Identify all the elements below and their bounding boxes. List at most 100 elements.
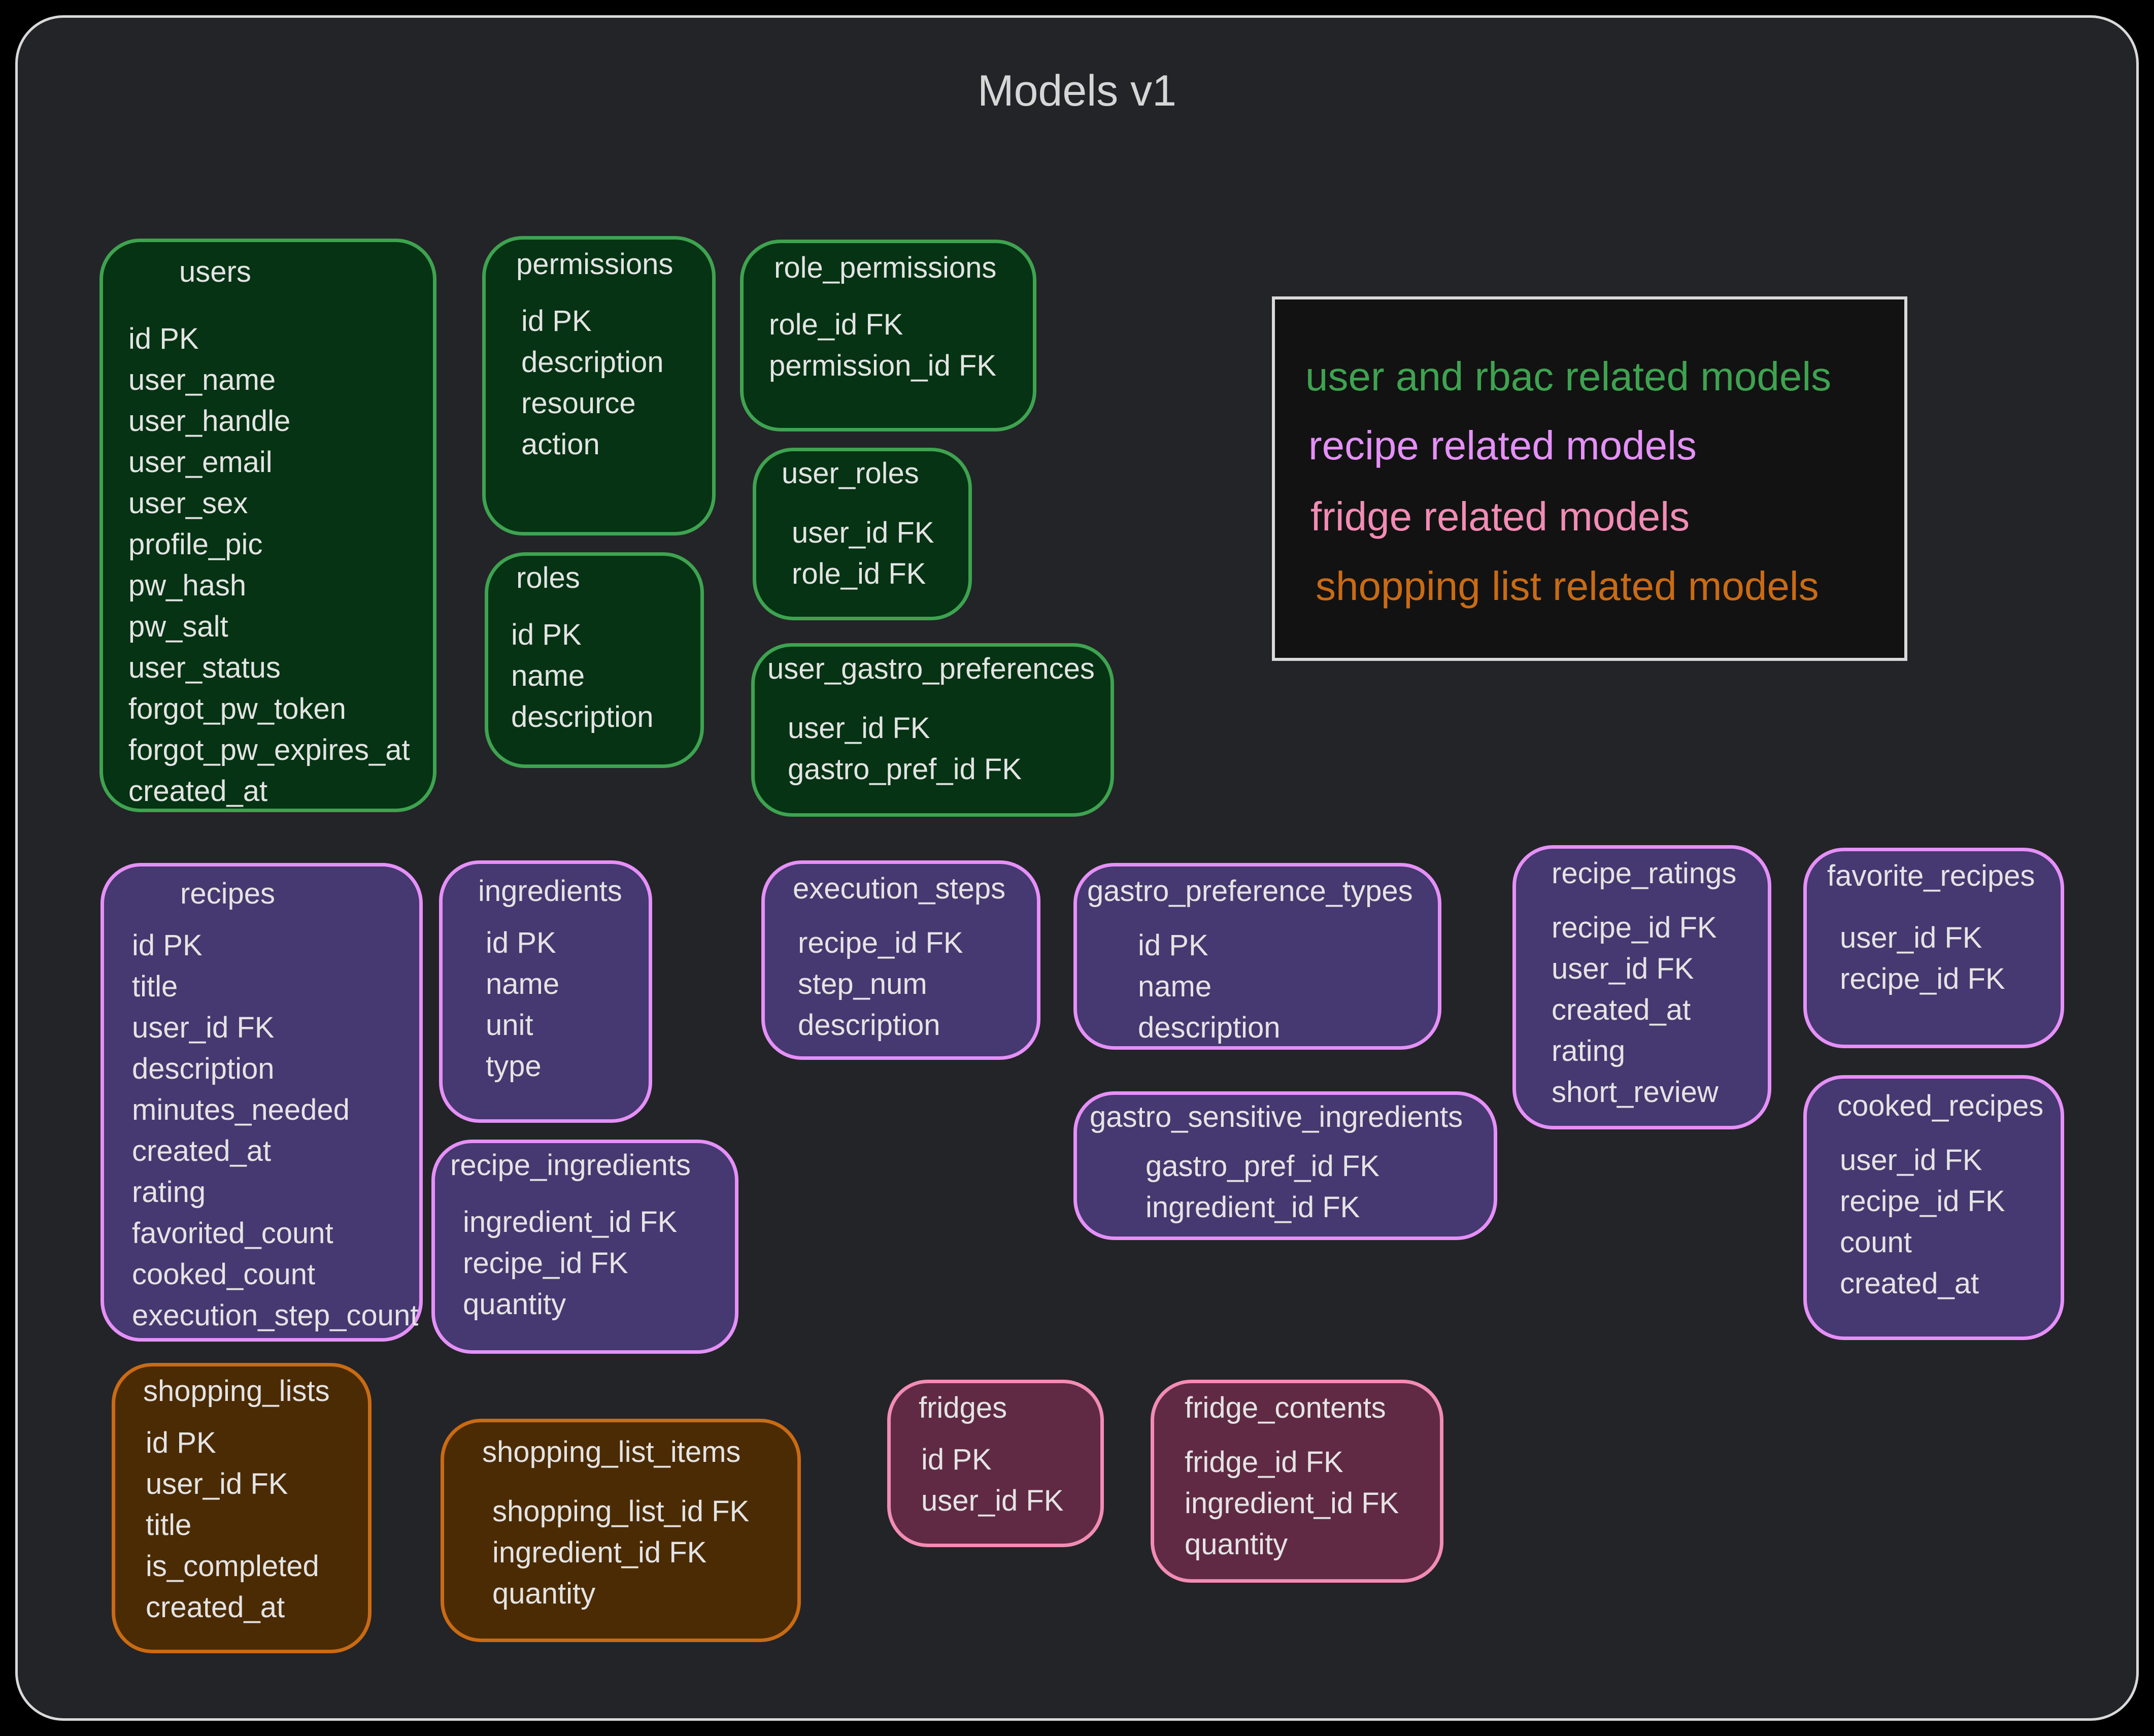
table-field: ingredient_id FK: [463, 1206, 678, 1239]
table-field: quantity: [463, 1288, 566, 1321]
table-name: ingredients: [478, 875, 622, 908]
table-field: unit: [486, 1009, 533, 1042]
table-field: user_sex: [128, 487, 248, 520]
table-field: ingredient_id FK: [1185, 1487, 1399, 1520]
table-field: id PK: [486, 926, 556, 959]
table-field: title: [132, 970, 178, 1003]
table-field: quantity: [492, 1577, 596, 1610]
table-field: user_name: [128, 363, 276, 396]
table-field: user_id FK: [921, 1484, 1064, 1517]
table-field: role_id FK: [792, 557, 926, 590]
table-name: role_permissions: [774, 251, 997, 284]
table-field: fridge_id FK: [1185, 1446, 1343, 1479]
table-name: permissions: [516, 248, 674, 281]
table-user-roles[interactable]: user_roles user_id FK role_id FK: [753, 448, 972, 620]
table-user-gastro-preferences[interactable]: user_gastro_preferences user_id FK gastro_…: [751, 643, 1114, 817]
table-field: id PK: [921, 1443, 992, 1476]
table-field: id PK: [132, 929, 203, 962]
field-list: user_id FK gastro_pref_id FK: [788, 708, 1022, 790]
legend-item: user and rbac related models: [1305, 354, 1832, 399]
table-name: cooked_recipes: [1837, 1089, 2044, 1122]
table-field: user_id FK: [792, 516, 934, 549]
table-field: count: [1840, 1226, 1912, 1259]
table-name: shopping_lists: [143, 1375, 330, 1408]
table-field: id PK: [128, 322, 199, 355]
table-users[interactable]: users id PK user_name user_handle user_email…: [99, 239, 436, 812]
table-name: execution_steps: [793, 872, 1006, 905]
table-field: user_email: [128, 446, 273, 479]
table-field: name: [486, 967, 560, 1000]
table-name: user_roles: [782, 457, 919, 490]
field-list: id PK name description: [511, 614, 653, 738]
table-field: gastro_pref_id FK: [788, 753, 1022, 786]
table-roles[interactable]: roles id PK name description: [485, 552, 704, 768]
table-field: forgot_pw_token: [128, 692, 346, 725]
table-field: user_status: [128, 651, 281, 684]
table-name: users: [179, 255, 251, 288]
table-field: id PK: [1138, 929, 1208, 962]
table-field: name: [511, 659, 585, 692]
table-field: user_id FK: [146, 1467, 288, 1500]
table-field: cooked_count: [132, 1258, 316, 1291]
table-field: id PK: [521, 305, 592, 338]
table-field: created_at: [128, 775, 268, 808]
table-field: quantity: [1185, 1528, 1288, 1561]
table-name: recipe_ingredients: [450, 1149, 691, 1182]
legend-item: recipe related models: [1308, 423, 1697, 468]
table-field: role_id FK: [769, 308, 903, 341]
table-field: user_handle: [128, 405, 291, 438]
table-cooked-recipes[interactable]: cooked_recipes user_id FK recipe_id FK coun…: [1803, 1075, 2064, 1340]
legend-item: fridge related models: [1310, 494, 1690, 539]
table-field: description: [521, 346, 664, 379]
table-field: ingredient_id FK: [1146, 1191, 1360, 1224]
field-list: user_id FK recipe_id FK count created_at: [1840, 1140, 2005, 1304]
table-field: recipe_id FK: [1840, 1185, 2005, 1218]
table-field: created_at: [132, 1134, 272, 1167]
table-field: step_num: [798, 967, 927, 1000]
legend: user and rbac related models recipe relat…: [1272, 296, 1907, 661]
table-field: created_at: [1840, 1267, 1979, 1300]
table-field: pw_hash: [128, 569, 247, 602]
table-field: user_id FK: [1840, 1144, 1982, 1177]
table-field: short_review: [1552, 1076, 1719, 1109]
table-field: rating: [132, 1176, 206, 1209]
legend-item: shopping list related models: [1316, 563, 1819, 609]
field-list: user_id FK role_id FK: [792, 512, 934, 594]
table-name: user_gastro_preferences: [767, 652, 1095, 685]
table-field: user_id FK: [1840, 921, 1982, 954]
table-field: user_id FK: [788, 712, 930, 745]
table-field: description: [798, 1009, 940, 1042]
table-name: roles: [516, 561, 580, 594]
table-field: execution_step_count: [132, 1299, 419, 1332]
table-name: fridge_contents: [1185, 1391, 1386, 1424]
table-fridge-contents[interactable]: fridge_contents fridge_id FK ingredient_id…: [1151, 1380, 1443, 1583]
table-field: created_at: [146, 1591, 285, 1624]
table-name: gastro_sensitive_ingredients: [1090, 1100, 1463, 1133]
table-field: minutes_needed: [132, 1093, 350, 1126]
table-name: recipe_ratings: [1552, 857, 1737, 890]
table-field: created_at: [1552, 993, 1691, 1026]
table-field: description: [132, 1052, 275, 1085]
table-field: id PK: [511, 618, 582, 651]
table-field: description: [511, 700, 654, 733]
